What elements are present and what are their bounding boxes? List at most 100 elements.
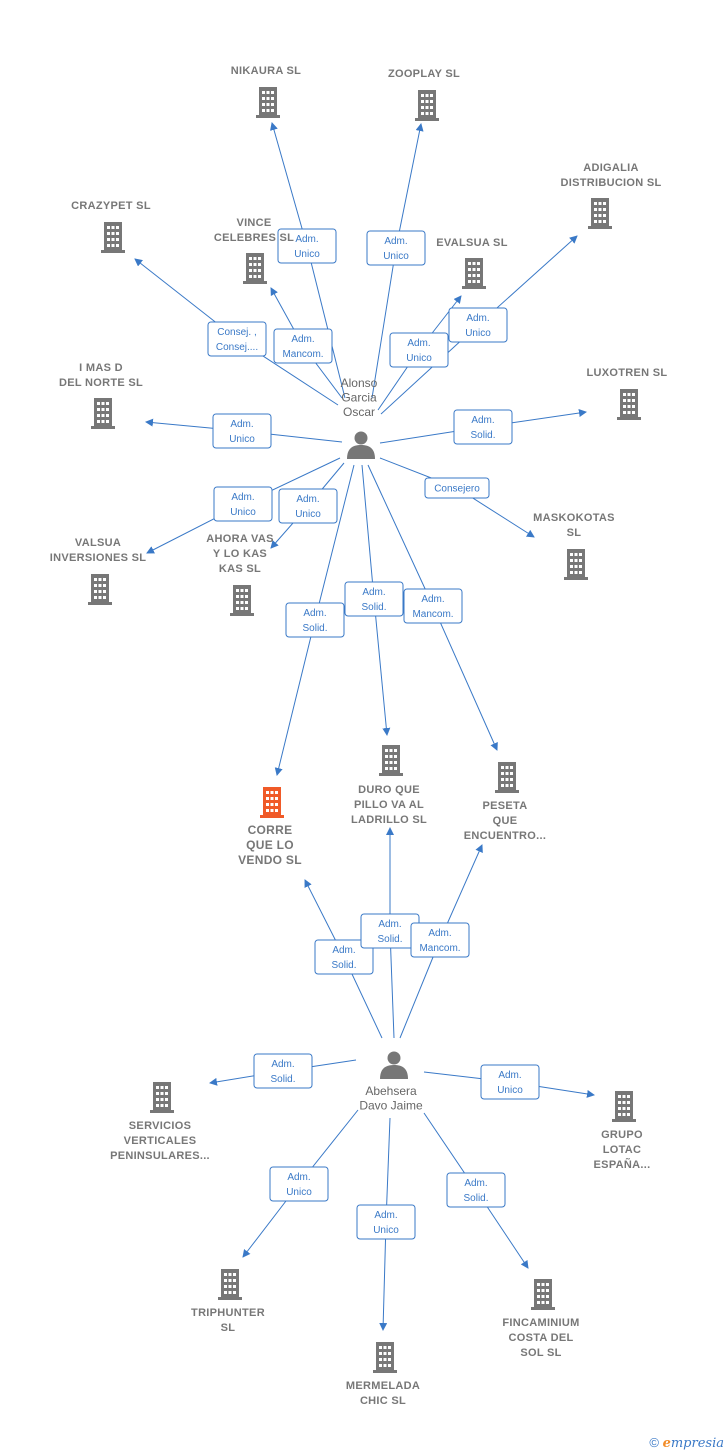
role-badge-p1-luxotren[interactable]: Adm.Solid. <box>453 409 513 445</box>
role-badge-box <box>269 1166 329 1202</box>
company-label: PESETA <box>483 800 528 812</box>
role-badge-box <box>356 1204 416 1240</box>
role-badge-p2-peseta[interactable]: Adm.Mancom. <box>410 922 470 958</box>
role-badge-p1-ahoravas[interactable]: Adm. Unico <box>278 488 338 524</box>
company-label: VERTICALES <box>124 1135 197 1147</box>
role-badge-text: Consej.... <box>216 342 258 353</box>
company-node-nikaura[interactable]: NIKAURA SL <box>231 65 301 118</box>
company-node-luxotren[interactable]: LUXOTREN SL <box>587 367 668 420</box>
company-label: MASKOKOTAS <box>533 512 615 524</box>
company-node-zooplay[interactable]: ZOOPLAY SL <box>388 68 460 121</box>
company-node-triphunter[interactable]: TRIPHUNTER SL <box>191 1269 265 1334</box>
company-node-peseta[interactable]: PESETAQUEENCUENTRO... <box>464 762 546 842</box>
role-badge-p2-mermelada[interactable]: Adm.Unico <box>356 1204 416 1240</box>
role-badge-p1-peseta[interactable]: Adm.Mancom. <box>403 588 463 624</box>
role-badge-text: Solid. <box>270 1074 295 1085</box>
role-badge-text: Unico <box>230 507 256 518</box>
role-badge-p1-valsua[interactable]: Adm.Unico <box>213 486 273 522</box>
company-node-grupo[interactable]: GRUPOLOTACESPAÑA... <box>594 1091 651 1171</box>
empresia-credit[interactable]: © empresia <box>649 1435 724 1451</box>
role-badge-p1-imasd[interactable]: Adm.Unico <box>212 413 272 449</box>
company-label: CELEBRES SL <box>214 232 294 244</box>
copyright-symbol: © <box>649 1435 659 1450</box>
role-badge-text: Adm. <box>303 608 326 619</box>
person-label: Abehsera <box>365 1084 417 1098</box>
company-label: ADIGALIA <box>583 162 639 174</box>
role-badge-text: Adm. <box>296 494 319 505</box>
role-badge-p1-corre[interactable]: Adm. Solid. <box>285 602 345 638</box>
company-label: I MAS D <box>79 362 123 374</box>
role-badge-text: Adm. <box>291 334 314 345</box>
role-badge-box <box>314 939 374 975</box>
role-badge-text: Adm. <box>287 1172 310 1183</box>
person-icon <box>347 431 375 459</box>
role-badge-p1-adigalia[interactable]: Adm.Unico <box>448 307 508 343</box>
role-badge-p2-duro[interactable]: Adm.Solid. <box>360 913 420 949</box>
role-badge-box <box>213 486 273 522</box>
company-label: VENDO SL <box>238 853 302 867</box>
company-label: NIKAURA SL <box>231 65 301 77</box>
role-badge-p1-duro[interactable]: Adm.Solid. <box>344 581 404 617</box>
company-node-crazypet[interactable]: CRAZYPET SL <box>71 200 151 253</box>
role-badge-p1-vince[interactable]: Adm. Mancom. <box>273 328 333 364</box>
role-badge-box <box>403 588 463 624</box>
role-badge-text: Unico <box>406 353 432 364</box>
role-badge-box <box>344 581 404 617</box>
role-badge-box <box>446 1172 506 1208</box>
role-badge-text: Solid. <box>302 623 327 634</box>
role-badge-text: Adm. <box>384 236 407 247</box>
role-badge-p2-servicios[interactable]: Adm.Solid. <box>253 1053 313 1089</box>
building-icon <box>612 1091 636 1122</box>
role-badge-p2-grupo[interactable]: Adm.Unico <box>480 1064 540 1100</box>
company-label: CRAZYPET SL <box>71 200 151 212</box>
role-badge-p1-crazypet[interactable]: Consej. , Consej.... <box>207 321 267 357</box>
company-label: CORRE <box>248 823 293 837</box>
building-icon <box>230 585 254 616</box>
role-badge-text: Adm. <box>332 945 355 956</box>
building-icon <box>150 1082 174 1113</box>
building-icon <box>373 1342 397 1373</box>
role-badge-p1-nikaura[interactable]: Adm.Unico <box>277 228 337 264</box>
role-badge-p2-triphunter[interactable]: Adm. Unico <box>269 1166 329 1202</box>
role-badge-text: Consej. , <box>217 327 256 338</box>
company-label: SL <box>221 1322 236 1334</box>
role-badge-text: Unico <box>286 1187 312 1198</box>
role-badge-box <box>424 477 490 499</box>
role-badge-p1-maskokotas[interactable]: Consejero <box>424 477 490 499</box>
role-badge-p1-zooplay[interactable]: Adm.Unico <box>366 230 426 266</box>
role-badge-p2-corre[interactable]: Adm.Solid. <box>314 939 374 975</box>
company-node-evalsua[interactable]: EVALSUA SL <box>436 237 507 289</box>
role-badge-box <box>410 922 470 958</box>
role-badge-text: Adm. <box>407 338 430 349</box>
role-badge-text: Adm. <box>471 415 494 426</box>
role-badge-text: Unico <box>229 434 255 445</box>
role-badge-box <box>273 328 333 364</box>
role-badge-p1-evalsua[interactable]: Adm. Unico <box>389 332 449 368</box>
role-badge-box <box>453 409 513 445</box>
company-node-servicios[interactable]: SERVICIOSVERTICALESPENINSULARES... <box>110 1082 210 1162</box>
company-label: Y LO KAS <box>213 548 267 560</box>
role-badge-text: Consejero <box>434 484 480 495</box>
role-badge-box <box>285 602 345 638</box>
role-badge-text: Unico <box>373 1225 399 1236</box>
role-badge-text: Mancom. <box>282 349 323 360</box>
building-icon <box>88 574 112 605</box>
role-badge-text: Unico <box>295 509 321 520</box>
role-badge-p2-fincaminium[interactable]: Adm.Solid. <box>446 1172 506 1208</box>
company-label: TRIPHUNTER <box>191 1307 265 1319</box>
role-badge-text: Adm. <box>295 234 318 245</box>
company-label: VALSUA <box>75 537 121 549</box>
company-label: EVALSUA SL <box>436 237 507 249</box>
